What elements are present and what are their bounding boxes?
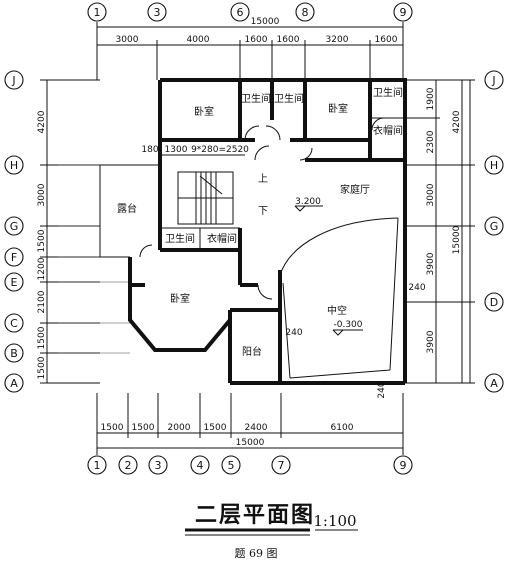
bottom-axis-markers: 1 2 3 4 5 7 9	[87, 455, 413, 475]
bottom-dim-6: 6100	[331, 423, 354, 433]
dim-240-void: 240	[285, 328, 302, 338]
annotations: 180 1300 9*280=2520 上 下 3.200 -0.300 240…	[141, 145, 425, 399]
top-axis-9: 9	[400, 6, 407, 19]
top-dim-4: 1600	[277, 35, 300, 45]
left-axis-F: F	[11, 251, 17, 264]
left-axis-markers: J H G F E C B A	[4, 70, 24, 393]
left-axis-G: G	[10, 220, 19, 233]
top-axis-8: 8	[302, 6, 309, 19]
room-bath-1: 卫生间	[241, 92, 271, 105]
right-dim-4200: 4200	[452, 110, 462, 133]
top-axis-markers: 1 3 6 8 9	[87, 2, 413, 22]
drawing-title: 二层平面图	[195, 502, 315, 528]
bottom-total-dim: 15000	[236, 438, 265, 448]
room-labels: 卧室 卫生间 卫生间 卧室 卫生间 衣帽间 露台 家庭厅 卫生间 衣帽间 卧室 …	[117, 86, 403, 358]
right-dimensions: 1900 2300 3000 3900 3900 4200 15000	[405, 79, 475, 384]
room-bedroom-1: 卧室	[194, 105, 214, 118]
top-dim-1: 3000	[116, 35, 139, 45]
title-block: 二层平面图 1:100 题 69 图	[185, 502, 358, 560]
right-dim-15000: 15000	[452, 225, 462, 254]
void-level-label: -0.300	[333, 320, 362, 330]
bottom-dim-2: 1500	[132, 423, 155, 433]
left-axis-J: J	[11, 74, 15, 87]
right-dim-1900: 1900	[426, 87, 436, 110]
top-dim-3: 1600	[245, 35, 268, 45]
left-dim-1500-a: 1500	[37, 229, 47, 252]
figure-caption: 题 69 图	[235, 547, 278, 560]
left-axis-H: H	[10, 159, 18, 172]
floor-level-label: 3.200	[295, 197, 321, 207]
room-terrace: 露台	[117, 202, 137, 215]
bottom-dim-5: 2400	[245, 423, 268, 433]
door-swings	[139, 117, 385, 300]
grid-lines	[58, 164, 130, 354]
top-axis-3: 3	[154, 6, 161, 19]
bottom-dimensions: 1500 1500 2000 1500 2400 6100 15000	[96, 393, 404, 455]
bottom-dim-4: 1500	[204, 423, 227, 433]
room-family-hall: 家庭厅	[340, 183, 370, 196]
right-axis-G: G	[490, 220, 499, 233]
right-axis-H: H	[490, 159, 498, 172]
dim-240-south: 240	[377, 381, 387, 398]
right-dim-3900-a: 3900	[426, 252, 436, 275]
top-dim-5: 3200	[326, 35, 349, 45]
top-axis-6: 6	[237, 6, 244, 19]
room-bath-4: 卫生间	[165, 232, 195, 245]
bottom-axis-5: 5	[228, 459, 235, 472]
bottom-dim-1: 1500	[101, 423, 124, 433]
left-dim-4200: 4200	[37, 110, 47, 133]
left-dim-3000: 3000	[37, 183, 47, 206]
stair-up-label: 上	[258, 173, 268, 185]
top-dim-6: 1600	[375, 35, 398, 45]
right-axis-markers: J H G D A	[484, 70, 504, 393]
left-axis-E: E	[11, 276, 18, 289]
stair-treads	[195, 172, 223, 224]
stair-down-label: 下	[258, 206, 268, 217]
left-dim-1200: 1200	[37, 257, 47, 280]
top-axis-1: 1	[94, 6, 101, 19]
right-dim-3900-b: 3900	[426, 330, 436, 353]
right-dim-3000: 3000	[426, 183, 436, 206]
left-dim-1500-b: 1500	[37, 326, 47, 349]
left-dim-1500-c: 1500	[37, 356, 47, 379]
bottom-dim-3: 2000	[168, 423, 191, 433]
room-bath-3: 卫生间	[373, 86, 403, 99]
drawing-scale: 1:100	[313, 512, 356, 530]
room-closet-2: 衣帽间	[207, 232, 237, 245]
left-axis-A: A	[10, 377, 18, 390]
bottom-axis-4: 4	[197, 459, 204, 472]
room-balcony: 阳台	[242, 345, 262, 358]
stair-run-dim: 9*280=2520	[191, 145, 249, 155]
left-axis-C: C	[10, 317, 18, 330]
stair-1300-dim: 1300	[165, 145, 188, 155]
stair-180-dim: 180	[141, 145, 158, 155]
top-total-dim: 15000	[251, 17, 280, 27]
room-bedroom-2: 卧室	[328, 102, 348, 115]
top-dim-2: 4000	[187, 35, 210, 45]
bottom-axis-1: 1	[94, 459, 101, 472]
left-axis-B: B	[10, 347, 18, 360]
bottom-axis-9: 9	[400, 459, 407, 472]
left-dim-2100: 2100	[37, 290, 47, 313]
right-axis-D: D	[490, 296, 498, 309]
room-void: 中空	[327, 304, 347, 317]
bottom-axis-2: 2	[125, 459, 132, 472]
bottom-axis-3: 3	[155, 459, 162, 472]
walls	[99, 78, 407, 385]
room-closet-1: 衣帽间	[373, 124, 403, 137]
left-dimensions: 4200 3000 1500 1200 2100 1500 1500	[37, 79, 100, 384]
dim-240-east: 240	[408, 283, 425, 293]
bottom-axis-7: 7	[278, 459, 285, 472]
room-bedroom-3: 卧室	[170, 292, 190, 305]
top-dimensions: 15000 3000 4000 1600 1600 3200 1600	[96, 17, 404, 80]
room-bath-2: 卫生间	[274, 92, 304, 105]
right-axis-A: A	[490, 377, 498, 390]
right-axis-J: J	[491, 74, 495, 87]
right-dim-2300: 2300	[426, 130, 436, 153]
